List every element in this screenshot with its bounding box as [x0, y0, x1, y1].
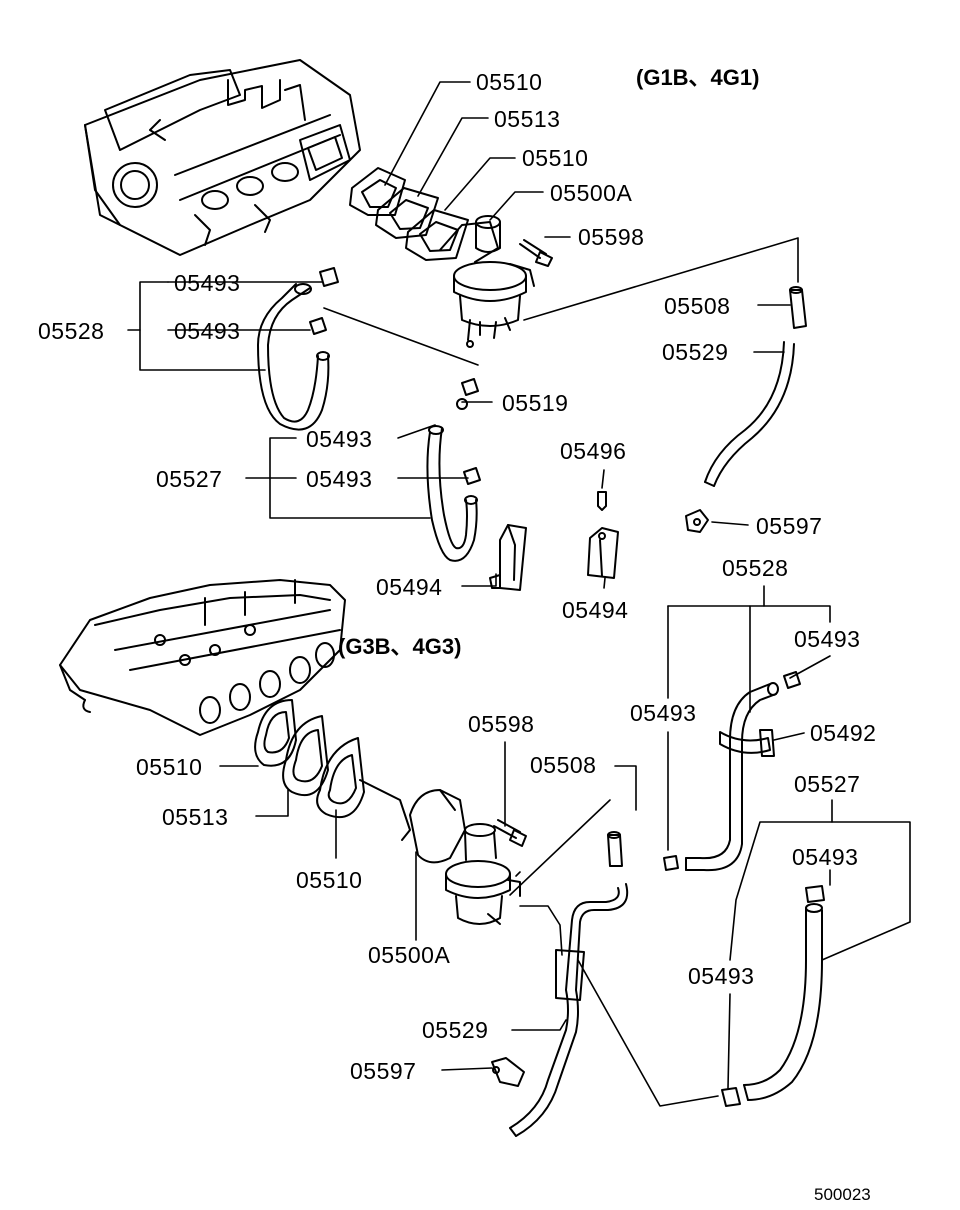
label-05528-bottom: 05528 — [722, 555, 789, 581]
engine-head-top — [84, 59, 361, 256]
label-05527-bottom: 05527 — [794, 771, 861, 797]
label-05529-top: 05529 — [662, 339, 729, 365]
label-05492-bottom: 05492 — [810, 720, 877, 746]
label-05508-bottom: 05508 — [530, 752, 597, 778]
label-05598-bottom: 05598 — [468, 711, 535, 737]
clip-05597-bottom — [491, 1057, 525, 1087]
label-05494-top-a: 05494 — [376, 574, 443, 600]
label-05529-bottom: 05529 — [422, 1017, 489, 1043]
label-05493-bottom-d: 05493 — [688, 963, 755, 989]
fuel-pump-top — [439, 215, 535, 348]
label-05496-top: 05496 — [560, 438, 627, 464]
label-05493-bottom-b: 05493 — [630, 700, 697, 726]
bolt-05598-top — [519, 239, 553, 267]
hose-05528-top — [257, 267, 339, 431]
clip-05597-top — [685, 509, 709, 533]
bolt-05598-bottom — [493, 819, 527, 847]
label-05508-top: 05508 — [664, 293, 731, 319]
label-05500a-bottom: 05500A — [368, 942, 451, 968]
label-05513-top: 05513 — [494, 106, 561, 132]
diagram-reference-code: 500023 — [814, 1185, 871, 1204]
label-05500a-top: 05500A — [550, 180, 633, 206]
hose-05528-bottom — [663, 671, 801, 872]
bracket-05494-top-left — [489, 524, 527, 591]
gaskets-bottom — [254, 699, 365, 819]
label-05493-bottom-a: 05493 — [794, 626, 861, 652]
pipe-05529-top — [704, 341, 795, 487]
label-05513-bottom: 05513 — [162, 804, 229, 830]
hose-05527-top — [426, 378, 481, 562]
label-05493-top-a: 05493 — [174, 270, 241, 296]
label-05527-top: 05527 — [156, 466, 223, 492]
label-05494-top-b: 05494 — [562, 597, 629, 623]
label-05493-top-d: 05493 — [306, 466, 373, 492]
label-05528-top: 05528 — [38, 318, 105, 344]
label-05597-bottom: 05597 — [350, 1058, 417, 1084]
label-05510-top-a: 05510 — [476, 69, 543, 95]
gaskets-top — [349, 167, 469, 261]
bracket-05494-top-right — [587, 491, 619, 579]
label-05493-top-b: 05493 — [174, 318, 241, 344]
label-05510-top-b: 05510 — [522, 145, 589, 171]
hose-05508-bottom — [607, 831, 623, 867]
pipe-05529-bottom — [509, 883, 629, 1137]
engine-head-bottom — [59, 579, 346, 736]
label-05519-top: 05519 — [502, 390, 569, 416]
fuel-pump-bottom — [359, 779, 521, 925]
label-05493-top-c: 05493 — [306, 426, 373, 452]
label-05493-bottom-c: 05493 — [792, 844, 859, 870]
label-05598-top: 05598 — [578, 224, 645, 250]
hose-05527-bottom — [721, 885, 825, 1107]
variant-title-bottom: (G3B、4G3) — [338, 634, 462, 659]
hose-05508-top — [789, 286, 807, 329]
variant-title-top: (G1B、4G1) — [636, 65, 760, 90]
label-05597-top: 05597 — [756, 513, 823, 539]
leader-lines — [127, 81, 911, 1107]
label-05510-bottom-b: 05510 — [296, 867, 363, 893]
label-05510-bottom-a: 05510 — [136, 754, 203, 780]
